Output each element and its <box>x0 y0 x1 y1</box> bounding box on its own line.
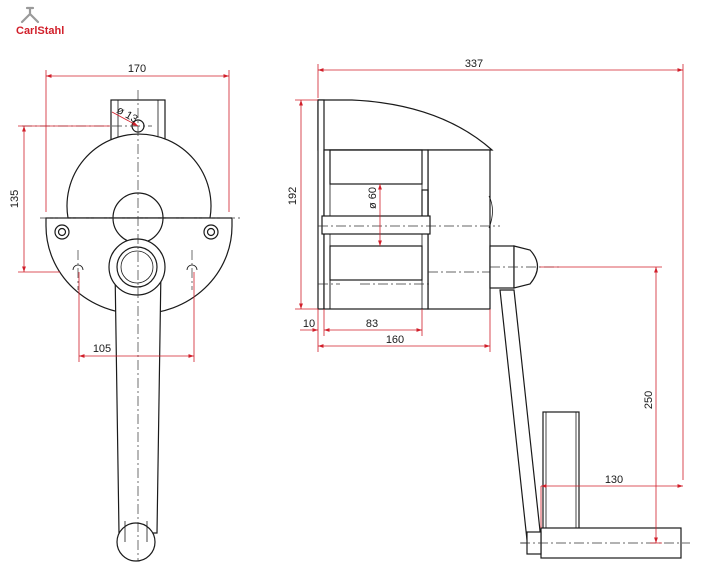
gear-housing <box>66 133 212 219</box>
dim-front-width: 170 <box>128 63 146 75</box>
dim-crank-offset: 105 <box>93 343 111 355</box>
cover-dome <box>317 99 494 151</box>
dim-handle-length: 130 <box>605 474 623 486</box>
dim-drum-length: 83 <box>366 318 378 330</box>
handle-boss <box>116 522 156 562</box>
handle-sleeve <box>542 411 580 535</box>
flange-plate <box>317 99 325 310</box>
gearbox <box>427 149 491 310</box>
dim-overall-width: 337 <box>465 58 483 70</box>
dim-flange-thickness: 10 <box>303 318 315 330</box>
hook-icon <box>20 6 40 24</box>
front-view <box>22 90 240 562</box>
dim-drum-diameter: ø 60 <box>367 187 379 209</box>
drum-shaft <box>321 215 431 235</box>
brand-logo: CarlStahl <box>16 6 64 37</box>
brand-name: CarlStahl <box>16 25 64 37</box>
dim-side-height: 192 <box>287 187 299 205</box>
dim-front-height: 135 <box>9 190 21 208</box>
crank-arm-side <box>499 289 542 541</box>
side-dimensions: 337 192 ø 60 10 83 160 250 130 <box>287 58 684 544</box>
dim-handle-reach: 250 <box>643 391 655 409</box>
dim-body-length: 160 <box>386 334 404 346</box>
